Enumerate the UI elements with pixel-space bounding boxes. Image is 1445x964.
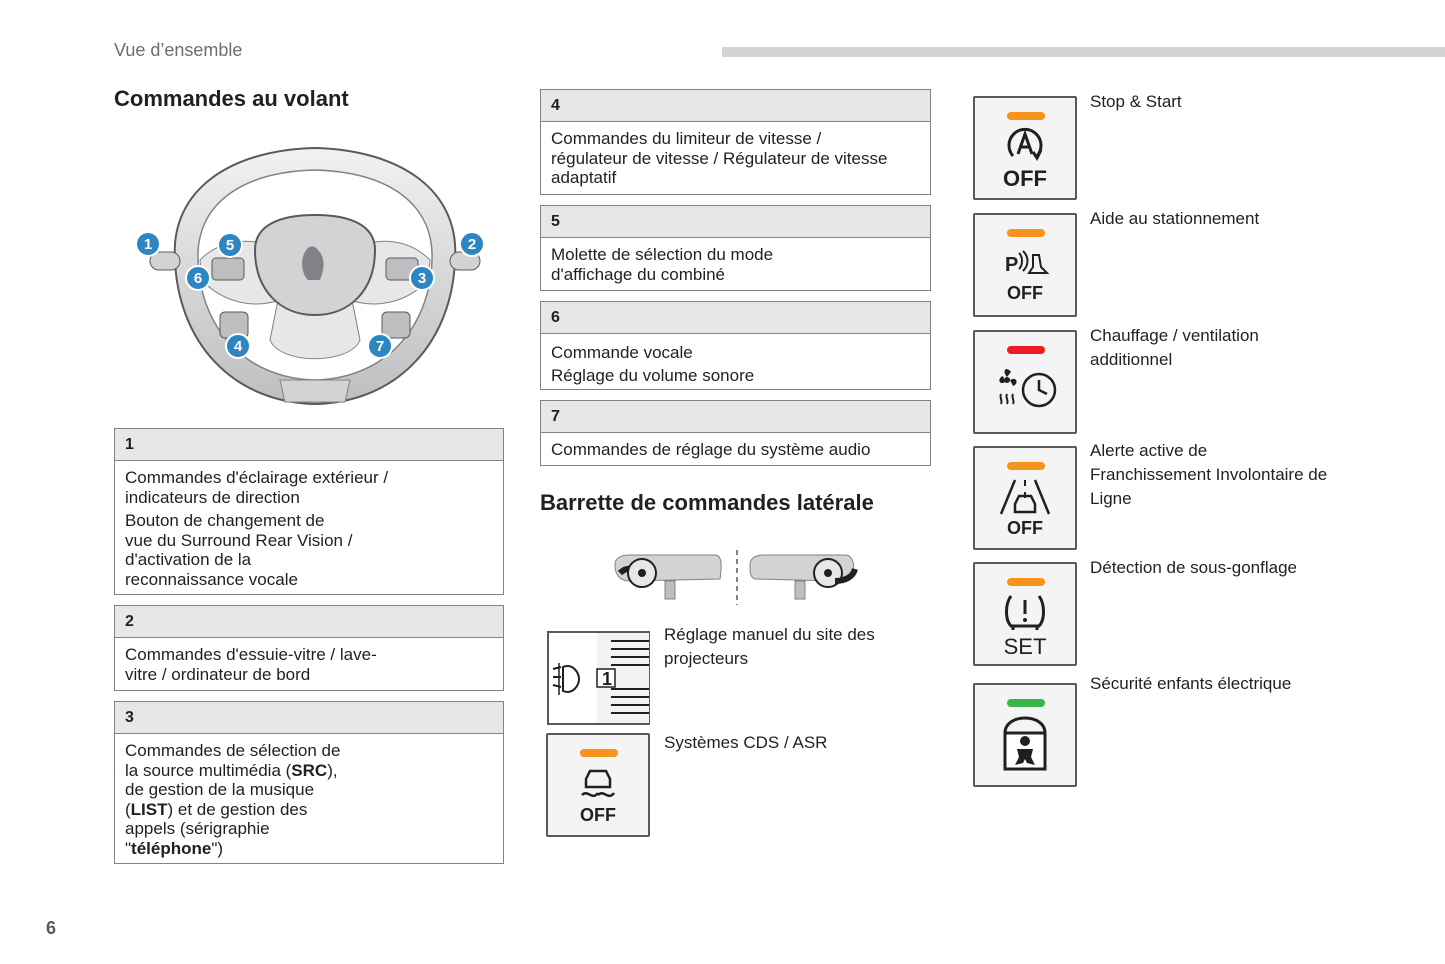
indicator-led: [1007, 112, 1045, 120]
indicator-led: [1007, 229, 1045, 237]
child-lock-label: Sécurité enfants électrique: [1090, 674, 1292, 693]
callout-7: 7: [367, 333, 393, 359]
heater-label: Chauffage / ventilation additionnel: [1090, 326, 1259, 369]
indicator-led: [1007, 346, 1045, 354]
icon-text: SET: [1003, 634, 1047, 659]
header-bar: [722, 47, 1445, 57]
box-text: Bouton de changement de vue du Surround …: [125, 511, 353, 589]
headlamp-leveling-label: Réglage manuel du site des projecteurs: [664, 625, 875, 668]
box-text: Commandes d'éclairage extérieur / indica…: [125, 468, 389, 507]
info-box-6: 6 Commande vocale Réglage du volume sono…: [540, 301, 931, 390]
indicator-led: [580, 749, 618, 757]
auto-stop-start-icon: [1007, 127, 1043, 161]
box-number: 7: [541, 401, 930, 433]
icon-text: OFF: [1003, 166, 1047, 191]
box-number: 3: [115, 702, 503, 734]
svg-text:4: 4: [234, 338, 243, 355]
heater-timer-icon: [999, 369, 1057, 408]
svg-text:5: 5: [226, 237, 234, 254]
callout-5: 5: [217, 232, 243, 258]
box-text: Molette de sélection du mode d'affichage…: [551, 245, 774, 284]
cds-asr-label: Systèmes CDS / ASR: [664, 733, 828, 752]
lateral-controls-title: Barrette de commandes latérale: [540, 490, 874, 515]
box-text: Commandes de sélection de la source mult…: [125, 741, 341, 858]
section-label: Vue d’ensemble: [114, 40, 243, 60]
child-lock-icon: [1003, 716, 1047, 771]
indicator-led: [1007, 578, 1045, 586]
parking-aid-label: Aide au stationnement: [1090, 209, 1260, 228]
box-text: Commandes du limiteur de vitesse / régul…: [551, 129, 888, 187]
tyre-pressure-icon: [1005, 595, 1045, 630]
box-text: Commandes de réglage du système audio: [551, 440, 871, 459]
headlamp-leveling-wheel[interactable]: 1: [547, 631, 650, 725]
steering-wheel-illustration: 1 2 3 4 5 6 7: [135, 146, 485, 406]
box-number: 4: [541, 90, 930, 122]
info-box-5: 5 Molette de sélection du mode d'afficha…: [540, 205, 931, 291]
stop-start-button[interactable]: OFF: [973, 96, 1077, 200]
tyre-pressure-label: Détection de sous-gonflage: [1090, 558, 1297, 577]
callout-4: 4: [225, 333, 251, 359]
svg-text:7: 7: [376, 338, 384, 355]
info-box-7: 7 Commandes de réglage du système audio: [540, 400, 931, 466]
icon-text: OFF: [1007, 518, 1043, 538]
box-number: 6: [541, 302, 930, 334]
callout-2: 2: [459, 231, 485, 257]
lane-departure-icon: [999, 479, 1051, 515]
box-text: Réglage du volume sonore: [551, 366, 755, 385]
wheel-digit: 1: [601, 669, 612, 689]
info-box-3: 3 Commandes de sélection de la source mu…: [114, 701, 504, 864]
svg-text:6: 6: [194, 270, 202, 287]
box-text: Commande vocale: [551, 343, 693, 362]
tyre-pressure-button[interactable]: SET: [973, 562, 1077, 666]
steering-controls-title: Commandes au volant: [114, 86, 349, 111]
indicator-led: [1007, 699, 1045, 707]
lateral-panel-illustration: [614, 550, 858, 605]
lane-departure-label: Alerte active de Franchissement Involont…: [1090, 441, 1328, 508]
callout-6: 6: [185, 265, 211, 291]
parking-aid-button[interactable]: P OFF: [973, 213, 1077, 317]
svg-text:2: 2: [468, 236, 476, 253]
heater-button[interactable]: [973, 330, 1077, 434]
indicator-led: [1007, 462, 1045, 470]
icon-text: OFF: [580, 805, 616, 825]
info-box-4: 4 Commandes du limiteur de vitesse / rég…: [540, 89, 931, 195]
cds-asr-button[interactable]: OFF: [546, 733, 650, 837]
svg-text:P: P: [1005, 254, 1018, 276]
box-number: 5: [541, 206, 930, 238]
info-box-1: 1 Commandes d'éclairage extérieur / indi…: [114, 428, 504, 595]
lane-departure-button[interactable]: OFF: [973, 446, 1077, 550]
stop-start-label: Stop & Start: [1090, 92, 1182, 111]
box-number: 1: [115, 429, 503, 461]
box-number: 2: [115, 606, 503, 638]
svg-text:1: 1: [144, 236, 152, 253]
headlamp-icon: [549, 633, 649, 723]
callout-3: 3: [409, 265, 435, 291]
parking-aid-icon: P: [1005, 250, 1050, 276]
skid-car-icon: [581, 769, 615, 798]
svg-text:3: 3: [418, 270, 426, 287]
page-number: 6: [46, 918, 57, 938]
child-lock-button[interactable]: [973, 683, 1077, 787]
box-text: Commandes d'essuie-vitre / lave-vitre / …: [125, 645, 377, 684]
callout-1: 1: [135, 231, 161, 257]
icon-text: OFF: [1007, 283, 1043, 303]
info-box-2: 2 Commandes d'essuie-vitre / lave-vitre …: [114, 605, 504, 691]
